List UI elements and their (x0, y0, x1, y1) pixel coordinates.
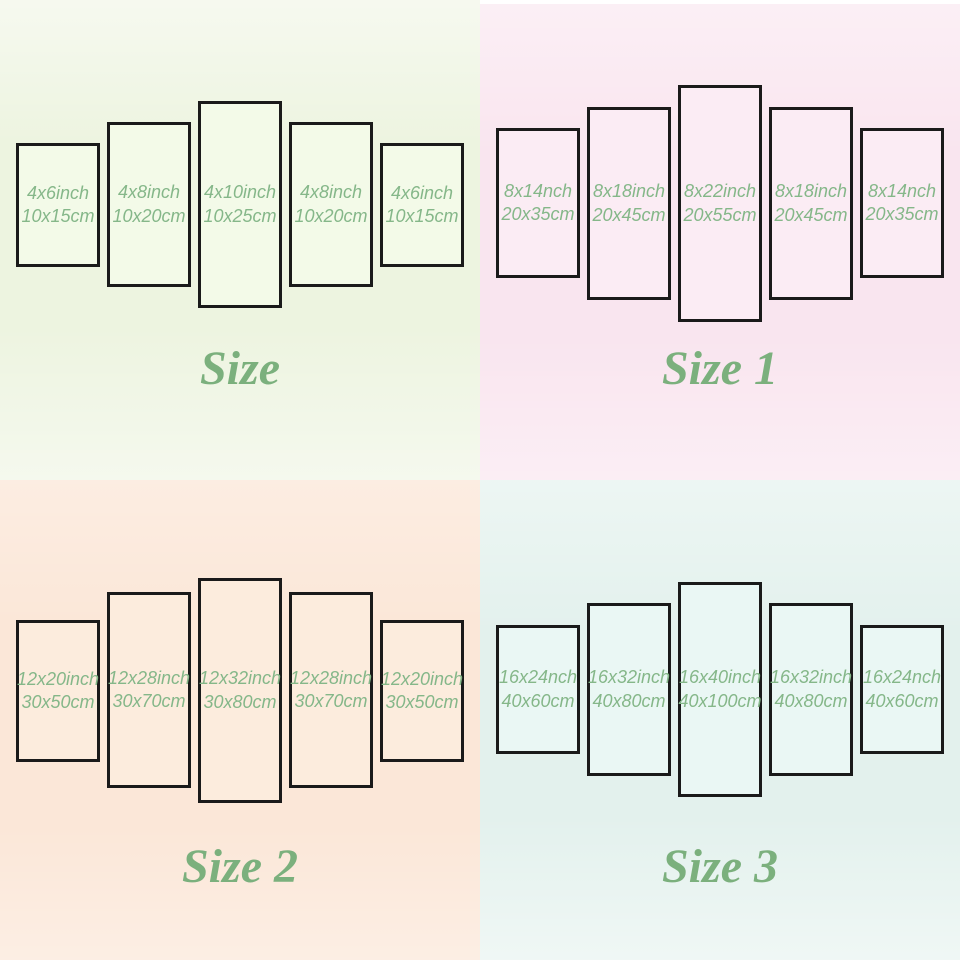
panel-size-inch: 4x10inch (203, 182, 277, 203)
panel-size-cm: 20x45cm (592, 204, 666, 225)
panel-size-cm: 40x80cm (774, 690, 848, 711)
canvas-panel: 16x32inch 40x80cm (769, 603, 853, 776)
quadrant-title: Size 1 (661, 342, 778, 395)
panel-size-cm: 20x35cm (865, 204, 939, 224)
canvas-panel: 4x6inch 10x15cm (380, 143, 464, 267)
canvas-panel: 12x28inch 30x70cm (107, 592, 191, 788)
panel-size-inch: 4x8inch (299, 182, 363, 203)
panel-size-cm: 10x15cm (21, 206, 95, 226)
canvas-panel: 12x20inch 30x50cm (16, 620, 100, 762)
canvas-panel: 4x6inch 10x15cm (16, 143, 100, 267)
quadrant-title: Size 3 (661, 840, 778, 893)
panel-size-inch: 4x6inch (26, 182, 90, 203)
panel-size-cm: 30x80cm (203, 691, 277, 712)
panel-size-inch: 16x24nch (498, 667, 578, 688)
panel-size-cm: 20x45cm (774, 204, 848, 225)
panel-size-cm: 20x35cm (501, 204, 575, 224)
panel-size-inch: 12x20inch (16, 668, 100, 689)
photo-edge-strip (480, 0, 960, 4)
panel-size-inch: 12x32inch (198, 668, 282, 689)
canvas-panel: 8x18inch 20x45cm (769, 107, 853, 300)
panel-size-inch: 16x24nch (862, 667, 942, 688)
panel-size-cm: 40x60cm (501, 690, 575, 711)
panel-size-cm: 30x70cm (112, 691, 186, 711)
panel-size-inch: 8x18inch (774, 181, 848, 202)
panel-size-cm: 10x25cm (203, 205, 277, 226)
panel-size-inch: 16x40inch (678, 667, 762, 688)
panel-size-inch: 8x14nch (503, 180, 573, 201)
panel-size-inch: 4x8inch (117, 182, 181, 203)
quadrant-title: Size (199, 342, 280, 395)
panel-size-cm: 20x55cm (683, 204, 757, 225)
panel-size-inch: 16x32inch (587, 667, 671, 688)
quadrant-size-2: 12x20inch 30x50cm 12x28inch 30x70cm 12x3… (0, 480, 480, 960)
quadrant-size-3: 16x24nch 40x60cm 16x32inch 40x80cm 16x40… (480, 480, 960, 960)
quadrant-title: Size 2 (181, 840, 298, 893)
panel-size-inch: 12x28inch (289, 667, 373, 688)
canvas-panel: 8x18inch 20x45cm (587, 107, 671, 300)
canvas-panel: 12x32inch 30x80cm (198, 578, 282, 803)
panel-size-inch: 4x6inch (390, 182, 454, 203)
panel-size-cm: 40x100cm (678, 690, 762, 711)
panel-size-inch: 8x14nch (867, 180, 937, 201)
quadrant-size-1: 8x14nch 20x35cm 8x18inch 20x45cm 8x22inc… (480, 0, 960, 480)
panel-size-cm: 30x50cm (385, 692, 459, 712)
panel-size-cm: 10x20cm (112, 205, 186, 226)
panel-size-cm: 40x60cm (865, 690, 939, 711)
canvas-panel: 16x40inch 40x100cm (678, 582, 762, 797)
panel-size-inch: 8x22inch (683, 181, 757, 202)
canvas-panel: 8x22inch 20x55cm (678, 85, 762, 322)
canvas-panel: 16x32inch 40x80cm (587, 603, 671, 776)
canvas-panel: 12x20inch 30x50cm (380, 620, 464, 762)
panel-size-inch: 8x18inch (592, 181, 666, 202)
panel-size-inch: 12x28inch (107, 667, 191, 688)
quadrant-size: 4x6inch 10x15cm 4x8inch 10x20cm 4x10inch… (0, 0, 480, 480)
canvas-panel: 8x14nch 20x35cm (496, 128, 580, 278)
panel-size-cm: 30x50cm (21, 692, 95, 712)
panel-size-cm: 40x80cm (592, 690, 666, 711)
panel-size-cm: 30x70cm (294, 691, 368, 711)
panel-size-cm: 10x20cm (294, 205, 368, 226)
canvas-panel: 16x24nch 40x60cm (860, 625, 944, 754)
panel-size-inch: 16x32inch (769, 667, 853, 688)
canvas-panel: 12x28inch 30x70cm (289, 592, 373, 788)
canvas-panel: 8x14nch 20x35cm (860, 128, 944, 278)
canvas-panel: 4x8inch 10x20cm (289, 122, 373, 287)
panel-size-cm: 10x15cm (385, 206, 459, 226)
canvas-panel: 4x10inch 10x25cm (198, 101, 282, 308)
canvas-panel: 16x24nch 40x60cm (496, 625, 580, 754)
panel-size-inch: 12x20inch (380, 668, 464, 689)
canvas-panel: 4x8inch 10x20cm (107, 122, 191, 287)
